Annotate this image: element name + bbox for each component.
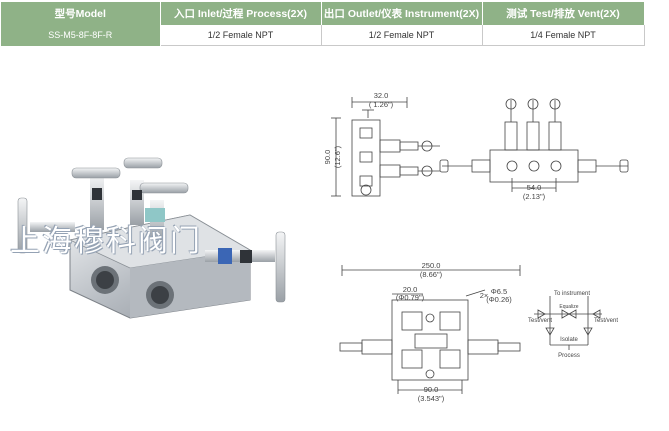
dim-hole-dia-in: (Φ0.26) bbox=[486, 295, 512, 304]
dim-top-width-in: (3.543") bbox=[418, 394, 445, 403]
dim-hole-dia: Φ6.5 bbox=[491, 287, 507, 296]
schematic-isolate: Isolate bbox=[560, 337, 578, 343]
dim-top-width: 90.0 bbox=[424, 385, 439, 394]
header-model: 型号Model bbox=[1, 2, 161, 25]
dim-hole-count: 2× bbox=[480, 291, 489, 300]
header-vent: 测试 Test/排放 Vent(2X) bbox=[482, 2, 645, 25]
watermark-text: 上海穆科阀门 bbox=[10, 224, 202, 259]
dim-front-spacing: 54.0 bbox=[527, 183, 542, 192]
cell-inlet: 1/2 Female NPT bbox=[160, 25, 322, 46]
schematic-equalize: Equalize bbox=[559, 304, 578, 310]
dim-side-height: 90.0 bbox=[323, 150, 332, 165]
dim-side-height-in: (12.6") bbox=[333, 145, 342, 168]
header-outlet: 出口 Outlet/仪表 Instrument(2X) bbox=[321, 2, 483, 25]
front-view-drawing bbox=[439, 98, 629, 192]
valve-schematic bbox=[534, 296, 602, 350]
schematic-to-instrument: To instrument bbox=[554, 291, 590, 297]
cell-outlet: 1/2 Female NPT bbox=[321, 25, 483, 46]
dim-top-offset-in: (Φ0.79") bbox=[396, 293, 425, 302]
manifold-photo bbox=[17, 157, 286, 319]
spec-table: 型号Model 入口 Inlet/过程 Process(2X) 出口 Outle… bbox=[1, 2, 645, 46]
schematic-test-vent-right: Test/vent bbox=[594, 318, 618, 324]
header-inlet: 入口 Inlet/过程 Process(2X) bbox=[160, 2, 322, 25]
dim-side-width-in: ( 1.26") bbox=[369, 100, 394, 109]
spec-data-row: SS-M5-8F-8F-R 1/2 Female NPT 1/2 Female … bbox=[1, 25, 645, 46]
side-view-drawing bbox=[331, 97, 440, 197]
schematic-process: Process bbox=[558, 353, 580, 359]
dim-top-length: 250.0 bbox=[422, 261, 441, 270]
cell-model: SS-M5-8F-8F-R bbox=[1, 25, 161, 46]
spec-header-row: 型号Model 入口 Inlet/过程 Process(2X) 出口 Outle… bbox=[1, 2, 645, 25]
dim-top-length-in: (8.66") bbox=[420, 270, 443, 279]
schematic-test-vent-left: Test/vent bbox=[528, 318, 552, 324]
top-view-drawing bbox=[339, 265, 521, 394]
dim-front-spacing-in: (2.13") bbox=[523, 192, 546, 201]
cell-vent: 1/4 Female NPT bbox=[482, 25, 645, 46]
dim-side-width: 32.0 bbox=[374, 91, 389, 100]
dim-top-offset: 20.0 bbox=[403, 285, 418, 294]
